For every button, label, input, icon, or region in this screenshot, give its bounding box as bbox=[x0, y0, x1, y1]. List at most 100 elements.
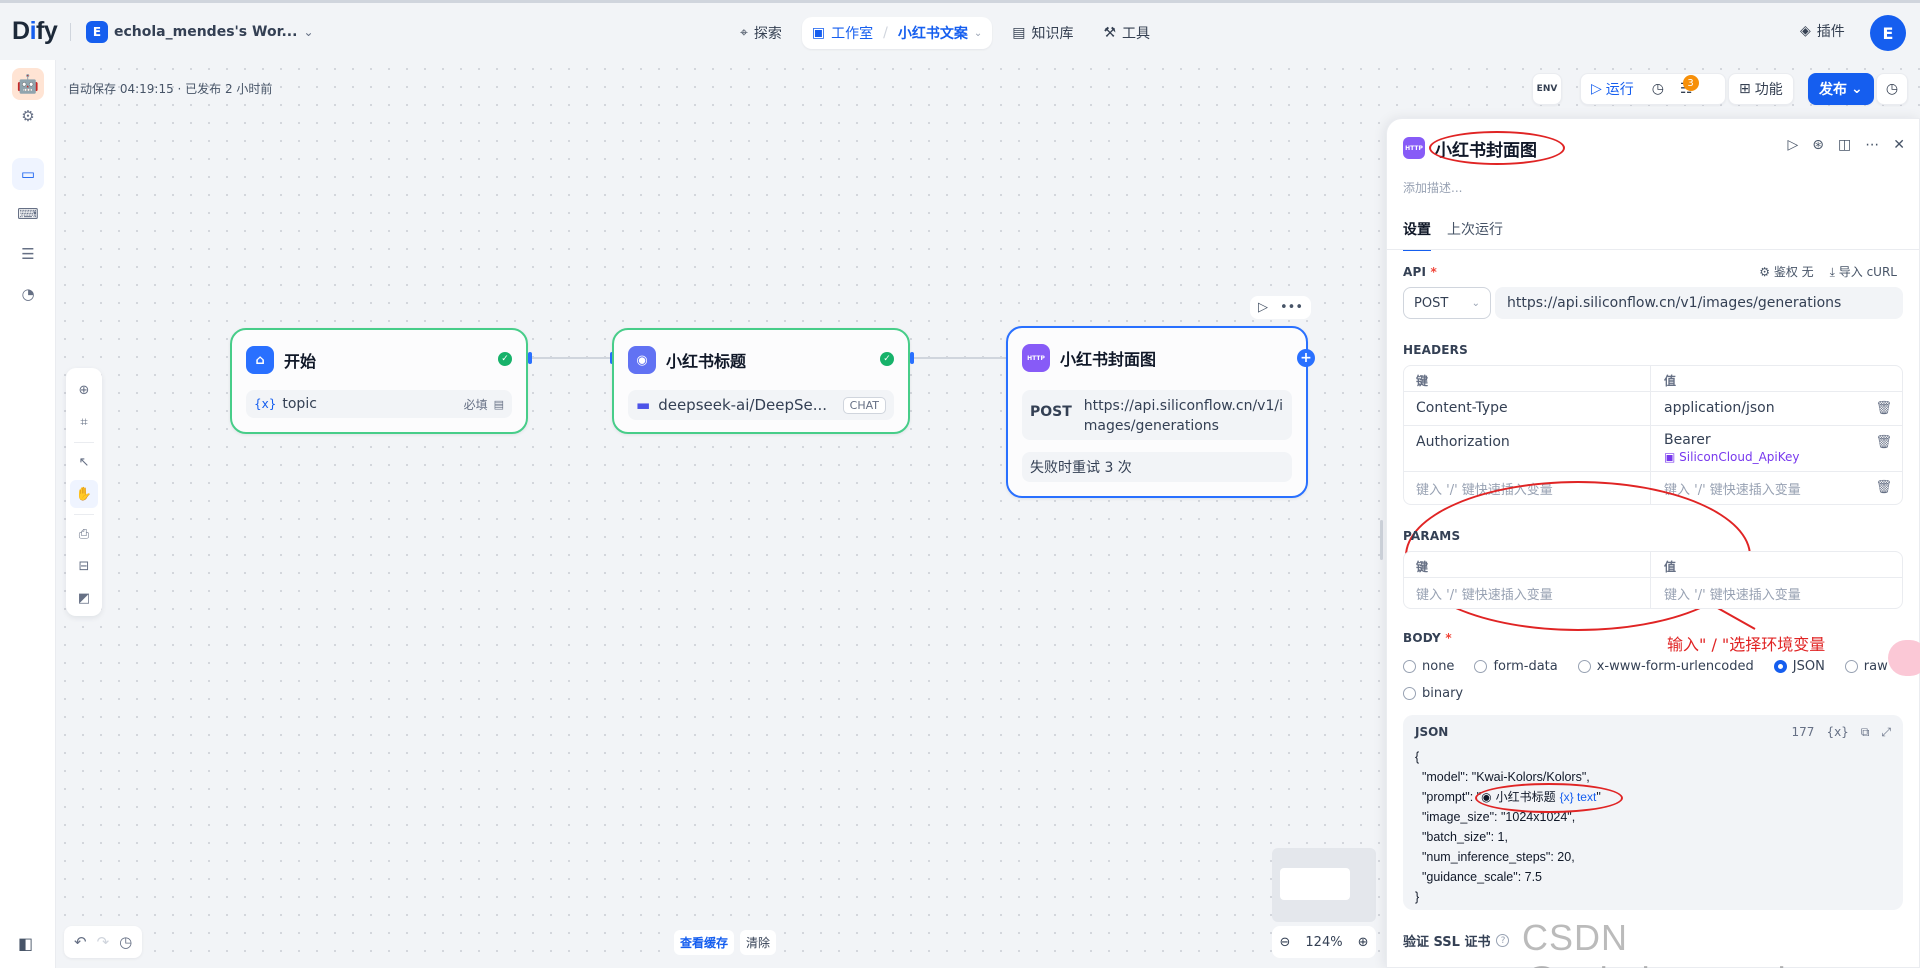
help-icon[interactable]: ⊛ bbox=[1812, 137, 1825, 153]
add-note-icon[interactable]: ⌗ bbox=[80, 414, 88, 430]
auth-button[interactable]: ⚙ 鉴权 无 bbox=[1759, 265, 1814, 279]
hand-icon[interactable]: ✋ bbox=[70, 480, 98, 508]
redo-icon[interactable]: ↷ bbox=[96, 933, 110, 951]
dify-logo[interactable]: Dify bbox=[12, 17, 58, 45]
help-icon[interactable]: ? bbox=[1496, 934, 1510, 947]
publish-button[interactable]: 发布 ⌄ bbox=[1808, 73, 1874, 105]
start-variable-row: {x} topic 必填 ▤ bbox=[246, 390, 512, 418]
params-table: 键 值 键入 '/' 键快速插入变量 键入 '/' 键快速插入变量 bbox=[1403, 551, 1903, 609]
llm-node[interactable]: ◉ 小红书标题 ✓ ▬ deepseek-ai/DeepSe... CHAT bbox=[612, 328, 910, 434]
radio-raw[interactable]: raw bbox=[1844, 659, 1888, 674]
pointer-icon[interactable]: ↖ bbox=[78, 454, 90, 470]
more-icon[interactable]: ⋯ bbox=[1865, 137, 1880, 153]
monitor-icon[interactable]: ◔ bbox=[21, 285, 35, 303]
panel-resize-handle[interactable] bbox=[1380, 520, 1383, 560]
split-view-icon[interactable]: ◫ bbox=[1838, 137, 1852, 153]
node-handle[interactable] bbox=[910, 352, 914, 364]
view-cache-button[interactable]: 查看缓存 bbox=[674, 930, 735, 955]
plugins-button[interactable]: ◈ 插件 bbox=[1800, 23, 1845, 40]
copy-icon[interactable]: ⧉ bbox=[1860, 725, 1870, 739]
zoom-out-icon[interactable]: ⊖ bbox=[1279, 934, 1291, 950]
header-key[interactable]: Authorization bbox=[1416, 434, 1510, 450]
version-history-button[interactable]: ◷ bbox=[1876, 73, 1908, 105]
history-icon[interactable]: ◷ bbox=[119, 933, 133, 951]
organize-icon[interactable]: ⊟ bbox=[78, 558, 90, 574]
watermark: CSDN @echola_mendes bbox=[1522, 917, 1826, 968]
checklist-icon[interactable]: ☷3 bbox=[1680, 75, 1699, 97]
header-value[interactable]: Bearer ▣ SiliconCloud_ApiKey bbox=[1664, 432, 1800, 464]
zoom-in-icon[interactable]: ⊕ bbox=[1357, 934, 1369, 950]
undo-icon[interactable]: ↶ bbox=[74, 933, 87, 951]
logs-icon[interactable]: ☰ bbox=[21, 245, 35, 263]
clear-button[interactable]: 清除 bbox=[740, 930, 777, 955]
add-next-node-button[interactable]: + bbox=[1297, 349, 1315, 367]
terminal-icon[interactable]: ⌨ bbox=[17, 205, 39, 223]
radio-urlencoded[interactable]: x-www-form-urlencoded bbox=[1577, 659, 1754, 674]
features-button[interactable]: ⊞ 功能 bbox=[1728, 73, 1794, 105]
nav-knowledge[interactable]: ▤ 知识库 bbox=[1012, 25, 1074, 42]
canvas-tools: ⊕ ⌗ ↖ ✋ ⎙ ⊟ ◩ bbox=[66, 368, 102, 616]
method-select[interactable]: POST ⌄ bbox=[1403, 287, 1491, 319]
floating-assistant-button[interactable] bbox=[1888, 640, 1920, 676]
zoom-control: ⊖ 124% ⊕ bbox=[1272, 926, 1376, 958]
current-app-name[interactable]: 小红书文案 bbox=[897, 26, 968, 42]
trash-icon[interactable]: 🗑 bbox=[1875, 435, 1892, 450]
trash-icon[interactable]: 🗑 bbox=[1875, 480, 1892, 495]
header-key[interactable]: Content-Type bbox=[1416, 400, 1508, 416]
play-icon[interactable]: ▷ bbox=[1591, 81, 1602, 97]
chevron-down-icon: ⌄ bbox=[1471, 297, 1480, 309]
trash-icon[interactable]: 🗑 bbox=[1875, 401, 1892, 416]
settings-sliders-icon[interactable]: ⚙ bbox=[21, 107, 35, 125]
run-button[interactable]: 运行 bbox=[1605, 82, 1634, 98]
nav-tools[interactable]: ⚒ 工具 bbox=[1103, 25, 1151, 42]
sidebar-toggle-icon[interactable]: ◧ bbox=[18, 934, 34, 953]
zoom-level[interactable]: 124% bbox=[1305, 934, 1343, 950]
new-param-value-input[interactable]: 键入 '/' 键快速插入变量 bbox=[1664, 588, 1801, 603]
cube-icon: ◈ bbox=[1800, 23, 1811, 39]
nav-studio[interactable]: ▣ 工作室 / 小红书文案 ⌄ bbox=[801, 17, 993, 49]
json-body[interactable]: { "model": "Kwai-Kolors/Kolors", "prompt… bbox=[1415, 750, 1601, 904]
url-input[interactable]: https://api.siliconflow.cn/v1/images/gen… bbox=[1495, 287, 1903, 319]
more-icon[interactable]: ••• bbox=[1280, 300, 1304, 315]
check-icon: ✓ bbox=[498, 352, 512, 366]
retry-row: 失败时重试 3 次 bbox=[1022, 452, 1292, 482]
env-button[interactable]: ENV bbox=[1532, 73, 1562, 105]
minimap-toggle-icon[interactable]: ◩ bbox=[77, 590, 91, 606]
minimap[interactable] bbox=[1272, 848, 1376, 922]
nav-explore[interactable]: ⌖ 探索 bbox=[740, 25, 782, 42]
close-icon[interactable]: ✕ bbox=[1893, 137, 1905, 153]
play-icon[interactable]: ▷ bbox=[1787, 137, 1799, 153]
workflow-icon[interactable]: ▭ bbox=[12, 158, 44, 190]
http-node[interactable]: HTTP 小红书封面图 POST https://api.siliconflow… bbox=[1006, 326, 1308, 498]
insert-variable-icon[interactable]: {x} bbox=[1826, 725, 1849, 739]
radio-json[interactable]: JSON bbox=[1773, 659, 1825, 674]
add-node-icon[interactable]: ⊕ bbox=[78, 382, 90, 398]
radio-form-data[interactable]: form-data bbox=[1474, 659, 1558, 674]
expand-icon[interactable]: ⤢ bbox=[1881, 725, 1891, 739]
node-actions: ▷ ••• bbox=[1250, 296, 1312, 319]
request-row: POST https://api.siliconflow.cn/v1/image… bbox=[1022, 390, 1292, 440]
import-curl-button[interactable]: ⤓ 导入 cURL bbox=[1829, 265, 1897, 279]
divider bbox=[70, 23, 71, 41]
header-value[interactable]: application/json bbox=[1664, 400, 1775, 416]
app-icon[interactable]: 🤖 bbox=[12, 68, 44, 100]
workspace-selector[interactable]: E echola_mendes's Wor... ⌄ bbox=[80, 18, 320, 46]
autosave-status: 自动保存 04:19:15 · 已发布 2 小时前 bbox=[68, 82, 273, 96]
user-avatar[interactable]: E bbox=[1870, 15, 1906, 51]
start-node[interactable]: ⌂ 开始 ✓ {x} topic 必填 ▤ bbox=[230, 328, 528, 434]
history-icon[interactable]: ◷ bbox=[1651, 81, 1664, 97]
tab-last-run[interactable]: 上次运行 bbox=[1447, 222, 1503, 238]
radio-binary[interactable]: binary bbox=[1403, 686, 1463, 701]
new-param-key-input[interactable]: 键入 '/' 键快速插入变量 bbox=[1416, 588, 1553, 603]
node-handle[interactable] bbox=[528, 352, 532, 364]
tab-settings[interactable]: 设置 bbox=[1403, 219, 1431, 251]
description-input[interactable]: 添加描述... bbox=[1403, 181, 1463, 195]
radio-none[interactable]: none bbox=[1403, 659, 1454, 674]
variable-name: topic bbox=[282, 396, 317, 412]
play-icon[interactable]: ▷ bbox=[1258, 300, 1268, 315]
json-editor[interactable]: JSON 177 {x} ⧉ ⤢ { "model": "Kwai-Kolors… bbox=[1403, 715, 1903, 910]
body-type-options: none form-data x-www-form-urlencoded JSO… bbox=[1403, 659, 1903, 701]
export-image-icon[interactable]: ⎙ bbox=[78, 526, 90, 542]
new-header-value-input[interactable]: 键入 '/' 键快速插入变量 bbox=[1664, 483, 1801, 498]
annotation-circle bbox=[1475, 783, 1623, 813]
